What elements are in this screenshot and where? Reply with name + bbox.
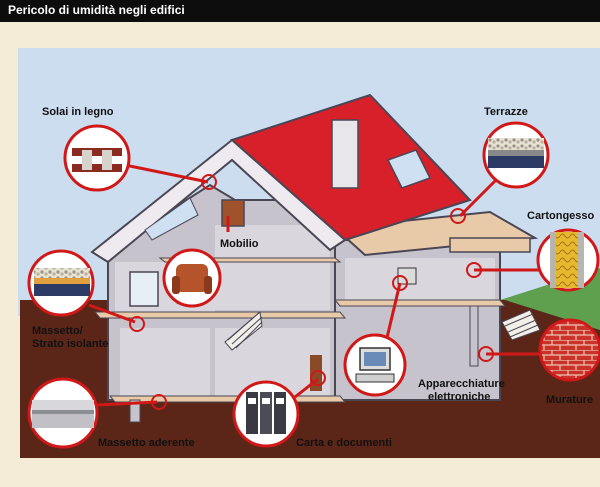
window-left — [129, 271, 159, 307]
roof-window-left — [144, 197, 199, 241]
skylight — [386, 149, 432, 189]
label-cartongesso: Cartongesso — [527, 210, 595, 222]
bottom-margin — [20, 458, 600, 487]
room-lower-left — [120, 328, 210, 396]
floor-slab-first — [93, 311, 347, 319]
terrace-slab — [332, 210, 539, 257]
label-murature: Murature — [546, 394, 594, 406]
dormer-window — [221, 199, 245, 227]
inset-massetto-aderente — [27, 377, 99, 449]
callout-lines — [88, 163, 542, 407]
label-apparecchiature-line2: elettroniche — [428, 391, 491, 403]
label-solai: Solai in legno — [42, 106, 114, 118]
label-apparecchiature-line1: Apparecchiature — [418, 378, 505, 390]
inset-solai — [63, 124, 131, 192]
label-massetto-line1: Massetto/ — [32, 325, 83, 337]
diagram-title: Pericolo di umidità negli edifici — [8, 3, 185, 17]
title-bar: Pericolo di umidità negli edifici — [0, 0, 600, 22]
room-upper-middle — [215, 225, 330, 310]
room-upper-right — [345, 258, 495, 306]
label-mobilio: Mobilio — [220, 238, 259, 250]
inset-murature — [538, 318, 600, 382]
terrace-overhang — [449, 237, 531, 253]
inset-carta — [232, 380, 300, 448]
inset-apparecchiature — [343, 333, 407, 397]
pillar-left — [129, 399, 141, 423]
chimney — [331, 119, 359, 189]
inset-terrazze — [482, 121, 550, 189]
label-carta: Carta e documenti — [296, 437, 392, 449]
hotspot-markers — [129, 174, 494, 410]
floor-slab-right — [333, 299, 507, 307]
inset-massetto — [27, 249, 95, 317]
label-massetto-aderente: Massetto aderente — [98, 437, 195, 449]
inset-cartongesso — [536, 228, 600, 292]
pillar-right — [469, 305, 479, 367]
label-massetto-line2: Strato isolante — [32, 338, 109, 350]
inset-mobilio — [162, 248, 222, 308]
exterior-stairs — [501, 309, 541, 341]
roof-gable-edge — [90, 138, 347, 264]
label-terrazze: Terrazze — [484, 106, 528, 118]
